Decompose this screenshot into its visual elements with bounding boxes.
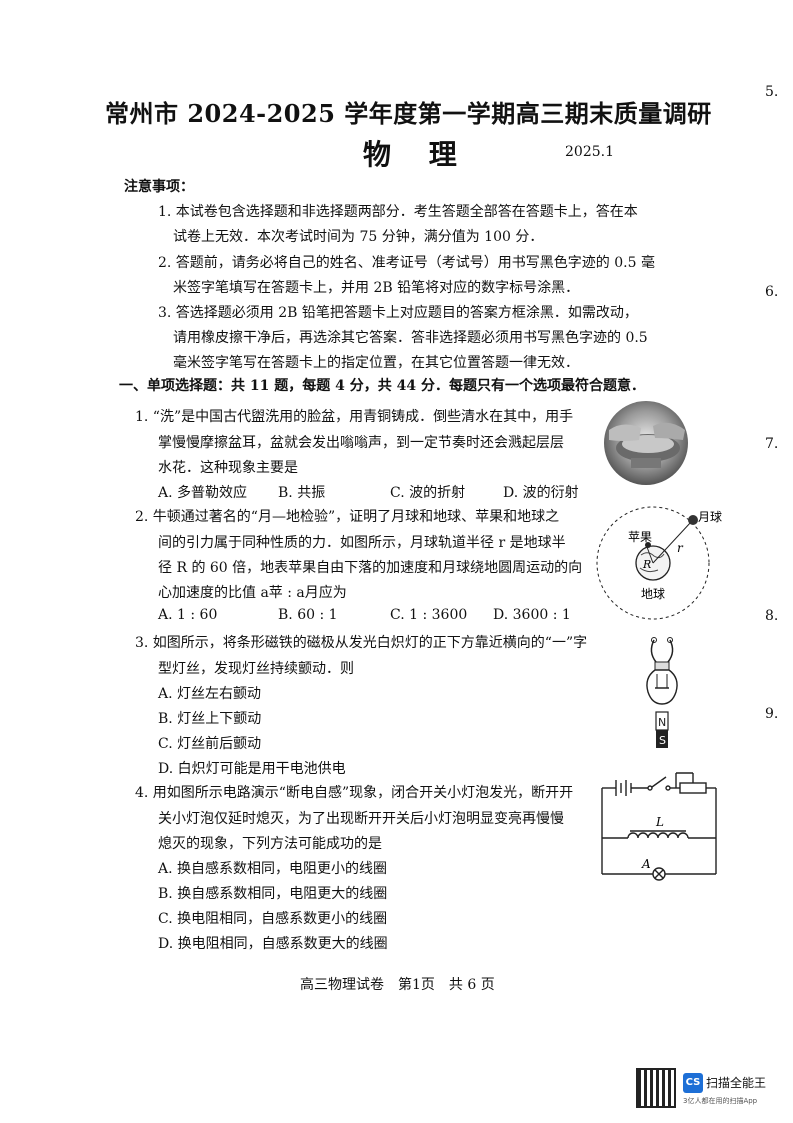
margin-number: 7. [765,436,779,452]
option-a: A. 换自感系数相同，电阻更小的线圈 [158,861,388,877]
notice-line: 米签字笔填写在答题卡上，并用 2B 铅笔将对应的数字标号涂黑． [173,280,580,296]
watermark-name: 扫描全能王 [706,1076,767,1090]
exam-title: 常州市 2024-2025 学年度第一学期高三期末质量调研 [105,99,712,128]
bulb-magnet-diagram: N S [646,637,678,748]
R-label: R [642,558,651,571]
option-a: A. 1 : 60 [158,607,218,623]
question-line: 熄灭的现象，下列方法可能成功的是 [158,836,382,852]
option-c: C. 换电阻相同，自感系数更小的线圈 [158,911,388,927]
margin-number: 8. [765,608,779,624]
camscanner-logo-icon: CS [683,1073,703,1093]
option-b: B. 共振 [278,485,326,501]
qr-code-icon [636,1068,676,1108]
north-pole-label: N [658,716,666,729]
question-line: 心加速度的比值 a苹 : a月应为 [158,585,347,601]
question-line: 3. 如图所示，将条形磁铁的磁极从发光白炽灯的正下方靠近横向的“一”字 [135,635,588,651]
option-d: D. 波的衍射 [503,485,579,501]
option-d: D. 3600 : 1 [493,607,571,623]
circuit-diagram: L A [601,772,717,881]
option-c: C. 波的折射 [390,485,466,501]
option-b: B. 灯丝上下颤动 [158,711,262,727]
notice-line: 2. 答题前，请务必将自己的姓名、准考证号（考试号）用书写黑色字迹的 0.5 毫 [158,255,655,271]
basin-photo [604,401,688,485]
r-label: r [677,541,684,555]
margin-number: 5. [765,84,779,100]
question-line: 间的引力属于同种性质的力．如图所示，月球轨道半径 r 是地球半 [158,535,566,551]
question-line: 关小灯泡仅延时熄灭，为了出现断开开关后小灯泡明显变亮再慢慢 [158,811,564,827]
question-line: 掌慢慢摩擦盆耳，盆就会发出嗡嗡声，到一定节奏时还会溅起层层 [158,435,564,451]
question-line: 型灯丝，发现灯丝持续颤动．则 [158,661,354,677]
margin-number: 6. [765,284,779,300]
option-d: D. 白炽灯可能是用干电池供电 [158,761,346,777]
option-b: B. 60 : 1 [278,607,338,623]
moon-label: 月球 [698,510,722,524]
notice-heading: 注意事项： [124,179,194,195]
question-line: 2. 牛顿通过著名的“月—地检验”，证明了月球和地球、苹果和地球之 [135,509,560,525]
earth-moon-diagram: 月球 苹果 地球 r R [596,506,722,620]
option-c: C. 灯丝前后颤动 [158,736,262,752]
question-line: 4. 用如图所示电路演示“断电自感”现象，闭合开关小灯泡发光，断开开 [135,785,574,801]
notice-line: 试卷上无效．本次考试时间为 75 分钟，满分值为 100 分． [173,229,544,245]
option-a: A. 灯丝左右颤动 [158,686,262,702]
margin-number: 9. [765,706,779,722]
page-footer: 高三物理试卷 第1页 共 6 页 [300,977,495,993]
notice-line: 请用橡皮擦干净后，再选涂其它答案．答非选择题必须用书写黑色字迹的 0.5 [173,330,648,346]
question-line: 径 R 的 60 倍，地表苹果自由下落的加速度和月球绕地圆周运动的向 [158,560,583,576]
earth-label: 地球 [641,587,665,601]
subject-title: 物 理 [363,138,471,171]
watermark-subtitle: 3亿人都在用的扫描App [683,1097,758,1105]
option-c: C. 1 : 3600 [390,607,468,623]
option-a: A. 多普勒效应 [158,485,248,501]
option-b: B. 换自感系数相同，电阻更大的线圈 [158,886,388,902]
section-title: 一、单项选择题：共 11 题，每题 4 分，共 44 分．每题只有一个选项最符合… [119,378,645,394]
notice-line: 毫米签字笔写在答题卡上的指定位置，在其它位置答题一律无效． [173,355,579,371]
question-line: 1. “洗”是中国古代盥洗用的脸盆，用青铜铸成．倒些清水在其中，用手 [135,409,574,425]
south-pole-label: S [659,734,666,747]
exam-date: 2025.1 [565,144,614,160]
apple-label: 苹果 [628,530,652,544]
notice-line: 1. 本试卷包含选择题和非选择题两部分．考生答题全部答在答题卡上，答在本 [158,204,638,220]
lamp-label: A [641,857,651,871]
notice-line: 3. 答选择题必须用 2B 铅笔把答题卡上对应题目的答案方框涂黑．如需改动， [158,305,638,321]
option-d: D. 换电阻相同，自感系数更大的线圈 [158,936,388,952]
question-line: 水花．这种现象主要是 [158,460,298,476]
inductor-label: L [655,815,664,829]
